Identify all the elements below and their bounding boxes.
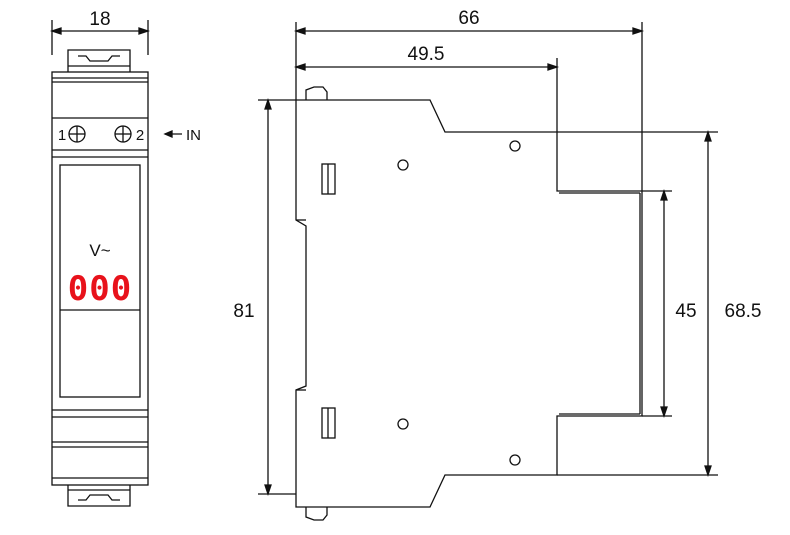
upper-hole-right bbox=[509, 140, 521, 152]
outer-height-dimension bbox=[557, 129, 718, 478]
side-view bbox=[258, 22, 718, 521]
input-label: IN bbox=[186, 127, 201, 144]
depth-total-label: 66 bbox=[458, 8, 479, 29]
outer-height-label: 68.5 bbox=[725, 301, 762, 322]
upper-hole-left bbox=[397, 159, 409, 171]
unit-label: V~ bbox=[89, 241, 110, 260]
top-din-clip bbox=[67, 49, 131, 72]
terminal-screw-2-icon bbox=[114, 125, 132, 143]
front-panel-window bbox=[59, 164, 141, 398]
depth-mid-dimension bbox=[293, 58, 560, 132]
terminal-screw-1-icon bbox=[68, 125, 86, 143]
inner-height-label: 45 bbox=[675, 301, 696, 322]
height-dimension bbox=[258, 97, 296, 497]
front-width-label: 18 bbox=[89, 9, 110, 30]
front-width-dimension bbox=[49, 20, 151, 55]
led-display-readout: 000 bbox=[68, 269, 132, 309]
terminal-1-label: 1 bbox=[58, 127, 66, 144]
height-label: 81 bbox=[233, 301, 254, 322]
lower-hole-left bbox=[397, 418, 409, 430]
depth-mid-label: 49.5 bbox=[408, 44, 445, 65]
side-profile-outline bbox=[295, 99, 643, 508]
inner-height-dimension bbox=[642, 188, 672, 419]
input-arrow-icon bbox=[163, 130, 182, 138]
lower-hole-right bbox=[509, 454, 521, 466]
front-view bbox=[49, 20, 182, 507]
bottom-din-clip bbox=[67, 485, 131, 507]
depth-total-dimension bbox=[293, 22, 645, 191]
terminal-2-label: 2 bbox=[136, 127, 144, 144]
front-body-outline bbox=[51, 71, 149, 486]
